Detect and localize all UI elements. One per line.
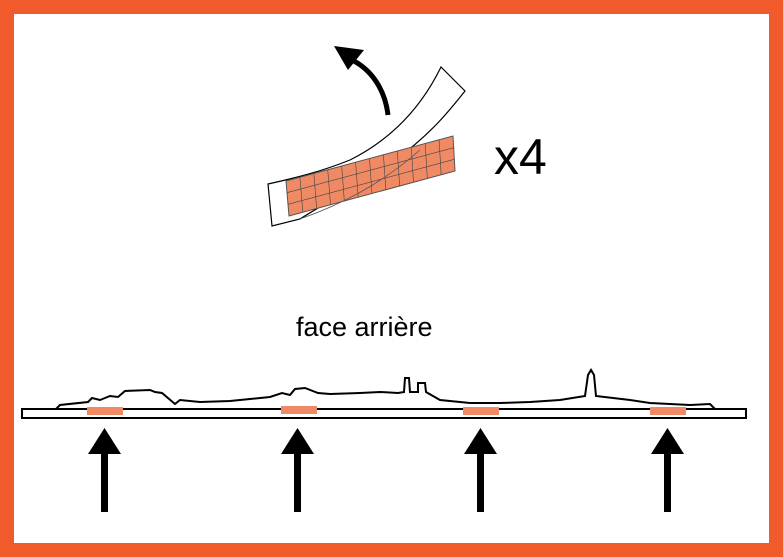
panel-base [21,408,747,419]
tape-grid-line [327,169,331,205]
tape-grid-line [341,165,345,202]
press-arrows [88,428,684,512]
tape-grid-line [355,162,359,198]
tape-grid-line [438,139,442,175]
up-arrow-icon [281,428,314,512]
tape-grid-line [313,173,317,209]
adhesive-pad [463,407,499,415]
tape-grid-line [424,143,428,179]
adhesive-pad [87,407,123,415]
tape-grid-line [397,150,400,187]
back-panel [21,368,747,419]
adhesive-pad [281,406,317,414]
peel-arrow-icon [334,46,391,116]
tape-grid-line [286,147,454,193]
adhesive-pad [650,407,686,415]
tape-grid-line [287,159,455,205]
up-arrow-icon [651,428,684,512]
tape-grid-line [299,177,304,213]
up-arrow-icon [464,428,497,512]
tape-grid-line [383,154,387,190]
tape-grid-line [410,147,414,183]
tape-grid-line [369,158,373,194]
adhesive-tape-illustration [267,65,466,227]
quantity-label: x4 [494,129,547,185]
up-arrow-icon [88,428,121,512]
back-face-label: face arrière [296,312,433,342]
